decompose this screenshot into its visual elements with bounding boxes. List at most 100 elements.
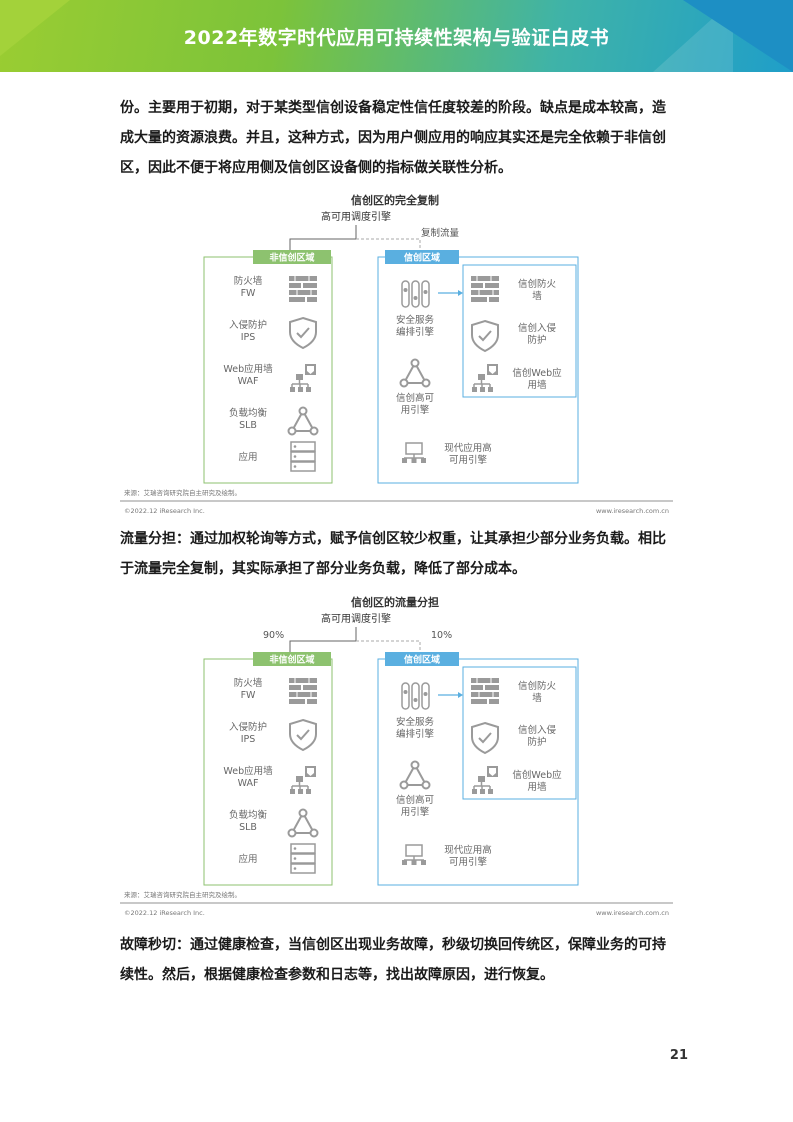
server-stack-icon (290, 441, 316, 472)
mod-label-2: 可用引擎 (449, 856, 488, 868)
fw-label: 防火墙 (234, 677, 263, 689)
ha-label-2: 用引擎 (401, 404, 430, 416)
ha-label: 信创高可 (396, 392, 434, 404)
network-shield-icon (289, 765, 317, 795)
xfw-label-2: 墙 (532, 692, 542, 704)
figure-site: www.iresearch.com.cn (596, 507, 669, 515)
xinchuang-zone (377, 256, 579, 484)
xwaf-label-2: 用墙 (527, 781, 547, 793)
server-stack-icon (290, 843, 316, 874)
left-zone-tag (253, 250, 331, 264)
ha-label-2: 用引擎 (401, 806, 430, 818)
waf-label: Web应用墙 (223, 363, 273, 375)
paragraph-2: 流量分担：通过加权轮询等方式，赋予信创区较少权重，让其承担少部分业务负载。相比于… (120, 524, 672, 584)
load-balancer-icon (399, 760, 431, 790)
paragraph-3: 故障秒切：通过健康检查，当信创区出现业务故障，秒级切换回传统区，保障业务的可持续… (120, 930, 672, 990)
ips-abbr: IPS (241, 734, 256, 745)
header-banner: 2022年数字时代应用可持续性架构与验证白皮书 (0, 0, 793, 72)
ha-label: 信创高可 (396, 794, 434, 806)
slb-label: 负载均衡 (229, 809, 268, 821)
figure-source: 来源：艾瑞咨询研究院自主研究及绘制。 (124, 890, 241, 899)
document-title: 2022年数字时代应用可持续性架构与验证白皮书 (183, 27, 610, 49)
figure-site: www.iresearch.com.cn (596, 909, 669, 917)
figure-copyright: ©2022.12 iResearch Inc. (124, 909, 205, 917)
engine-label: 高可用调度引擎 (321, 612, 391, 625)
ips-abbr: IPS (241, 332, 256, 343)
paragraph-3-text: 通过健康检查，当信创区出现业务故障，秒级切换回传统区，保障业务的可持续性。然后，… (120, 937, 666, 983)
paragraph-1: 份。主要用于初期，对于某类型信创设备稳定性信任度较差的阶段。缺点是成本较高，造成… (120, 100, 666, 176)
network-shield-icon (471, 363, 499, 393)
figure-full-replication: 信创区的完全复制 高可用调度引擎 复制流量 非信创区域 防火墙 FW 入侵防护 … (120, 184, 673, 519)
xips-label-2: 防护 (527, 736, 546, 748)
orchestration-icon (401, 280, 430, 308)
mod-label: 现代应用高 (444, 844, 492, 856)
right-percentage: 10% (431, 630, 452, 641)
left-percentage: 90% (263, 630, 284, 641)
svc-label: 安全服务 (396, 716, 435, 728)
svc-label-2: 编排引擎 (396, 728, 435, 740)
xinchuang-zone (377, 658, 579, 886)
engine-label: 高可用调度引擎 (321, 210, 391, 223)
shield-icon (289, 719, 317, 751)
network-shield-icon (471, 765, 499, 795)
xinchuang-security-group (462, 666, 577, 800)
network-shield-icon (289, 363, 317, 393)
load-balancer-icon (287, 808, 319, 838)
xwaf-label: 信创Web应 (512, 769, 562, 781)
right-zone-label: 信创区域 (404, 252, 440, 264)
right-zone-label: 信创区域 (404, 654, 440, 666)
left-zone-label: 非信创区域 (269, 252, 314, 264)
shield-icon (471, 320, 499, 352)
mod-label-2: 可用引擎 (449, 454, 488, 466)
fw-abbr: FW (241, 288, 256, 299)
xwaf-label: 信创Web应 (512, 367, 562, 379)
right-zone-tag (385, 652, 459, 666)
connector-left (289, 225, 357, 258)
arrow-head-icon (458, 692, 463, 698)
xinchuang-security-group (462, 264, 577, 398)
ips-label: 入侵防护 (229, 721, 267, 733)
figure-traffic-sharing: 信创区的流量分担 高可用调度引擎 90% 10% 非信创区域 防火墙 FW 入侵… (120, 586, 673, 921)
app-label: 应用 (238, 451, 257, 463)
arrow-head-icon (458, 290, 463, 296)
firewall-icon (288, 677, 318, 705)
load-balancer-icon (399, 358, 431, 388)
network-icon (401, 442, 427, 464)
firewall-icon (470, 677, 500, 705)
firewall-icon (288, 275, 318, 303)
svc-label: 安全服务 (396, 314, 435, 326)
xips-label: 信创入侵 (518, 724, 557, 736)
app-label: 应用 (238, 853, 257, 865)
xfw-label: 信创防火 (518, 680, 557, 692)
figure-title: 信创区的完全复制 (351, 193, 439, 207)
figure-copyright: ©2022.12 iResearch Inc. (124, 507, 205, 515)
figure-title: 信创区的流量分担 (351, 595, 439, 609)
network-icon (401, 844, 427, 866)
xfw-label: 信创防火 (518, 278, 557, 290)
right-zone-tag (385, 250, 459, 264)
ips-label: 入侵防护 (229, 319, 267, 331)
left-zone-tag (253, 652, 331, 666)
fw-abbr: FW (241, 690, 256, 701)
figure-divider (120, 902, 673, 904)
waf-abbr: WAF (238, 778, 259, 789)
firewall-icon (470, 275, 500, 303)
slb-abbr: SLB (239, 420, 257, 431)
figure-source: 来源：艾瑞咨询研究院自主研究及绘制。 (124, 488, 241, 497)
figure-divider (120, 500, 673, 502)
page-number: 21 (669, 1048, 688, 1063)
mod-label: 现代应用高 (444, 442, 492, 454)
left-zone-label: 非信创区域 (269, 654, 314, 666)
xips-label: 信创入侵 (518, 322, 557, 334)
svc-label-2: 编排引擎 (396, 326, 435, 338)
waf-label: Web应用墙 (223, 765, 273, 777)
connector-left (289, 627, 357, 660)
fw-label: 防火墙 (234, 275, 263, 287)
xwaf-label-2: 用墙 (527, 379, 547, 391)
xfw-label-2: 墙 (532, 290, 542, 302)
load-balancer-icon (287, 406, 319, 436)
paragraph-2-text: 通过加权轮询等方式，赋予信创区较少权重，让其承担少部分业务负载。相比于流量完全复… (120, 531, 666, 577)
shield-icon (289, 317, 317, 349)
paragraph-3-lead: 故障秒切： (120, 937, 190, 953)
slb-label: 负载均衡 (229, 407, 268, 419)
